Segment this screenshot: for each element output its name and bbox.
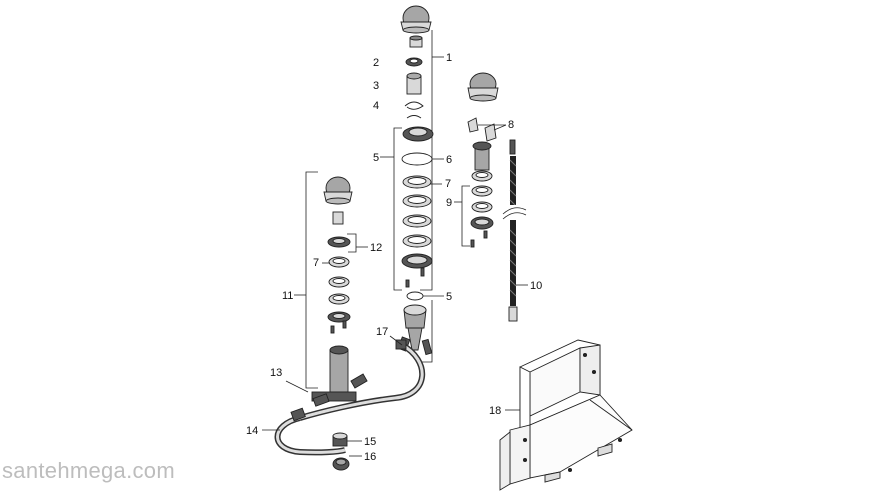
ring-stack-part-7	[401, 175, 433, 288]
callout-15: 15	[364, 436, 376, 448]
handle-cap-left	[323, 176, 353, 205]
callout-5-upper: 5	[373, 152, 379, 164]
right-assembly	[454, 72, 528, 322]
callout-16: 16	[364, 451, 376, 463]
callout-18: 18	[489, 405, 501, 417]
handle-cap-right	[467, 72, 499, 102]
watermark: santehmega.com	[2, 458, 175, 483]
nut-part-16	[332, 457, 350, 471]
callout-11: 11	[282, 290, 293, 302]
callout-13: 13	[270, 367, 282, 379]
cartridge-part-3	[406, 72, 422, 95]
hoses	[274, 339, 426, 456]
cartridge-group-part-9	[470, 141, 494, 248]
spindle-left-part	[332, 211, 344, 225]
left-assembly	[294, 171, 368, 407]
callout-7-left: 7	[313, 257, 319, 269]
mixer-body-part	[311, 345, 368, 407]
ring-group-part-12	[327, 236, 351, 334]
ring-part-2	[405, 57, 423, 67]
valve-seat-part	[402, 126, 434, 142]
callout-14: 14	[246, 425, 258, 437]
o-ring-part-5-lower	[406, 291, 424, 301]
fitting-part-15	[332, 432, 348, 447]
mounting-frame-part-18	[499, 339, 633, 491]
callout-6: 6	[446, 154, 452, 166]
clip-part-8	[467, 117, 497, 142]
central-assembly	[380, 5, 444, 363]
handle-cap-part	[400, 5, 432, 34]
spindle-part	[409, 35, 423, 48]
callout-3: 3	[373, 80, 379, 92]
hose-part-10	[502, 139, 527, 322]
callout-2: 2	[373, 57, 379, 69]
callout-12: 12	[370, 242, 382, 254]
callout-8: 8	[508, 119, 514, 131]
callout-5-lower: 5	[446, 291, 452, 303]
clip-part-4	[404, 101, 424, 110]
callout-17: 17	[376, 326, 388, 338]
callout-7-center: 7	[445, 178, 451, 190]
callout-10: 10	[530, 280, 542, 292]
callout-labels: 1 2 3 4 5 5 6 7 7 8 9 10 11 12 13 14 15 …	[246, 52, 542, 463]
callout-9: 9	[446, 197, 452, 209]
o-ring-part-6	[401, 152, 433, 166]
callout-4: 4	[373, 100, 379, 112]
callout-1: 1	[446, 52, 452, 64]
